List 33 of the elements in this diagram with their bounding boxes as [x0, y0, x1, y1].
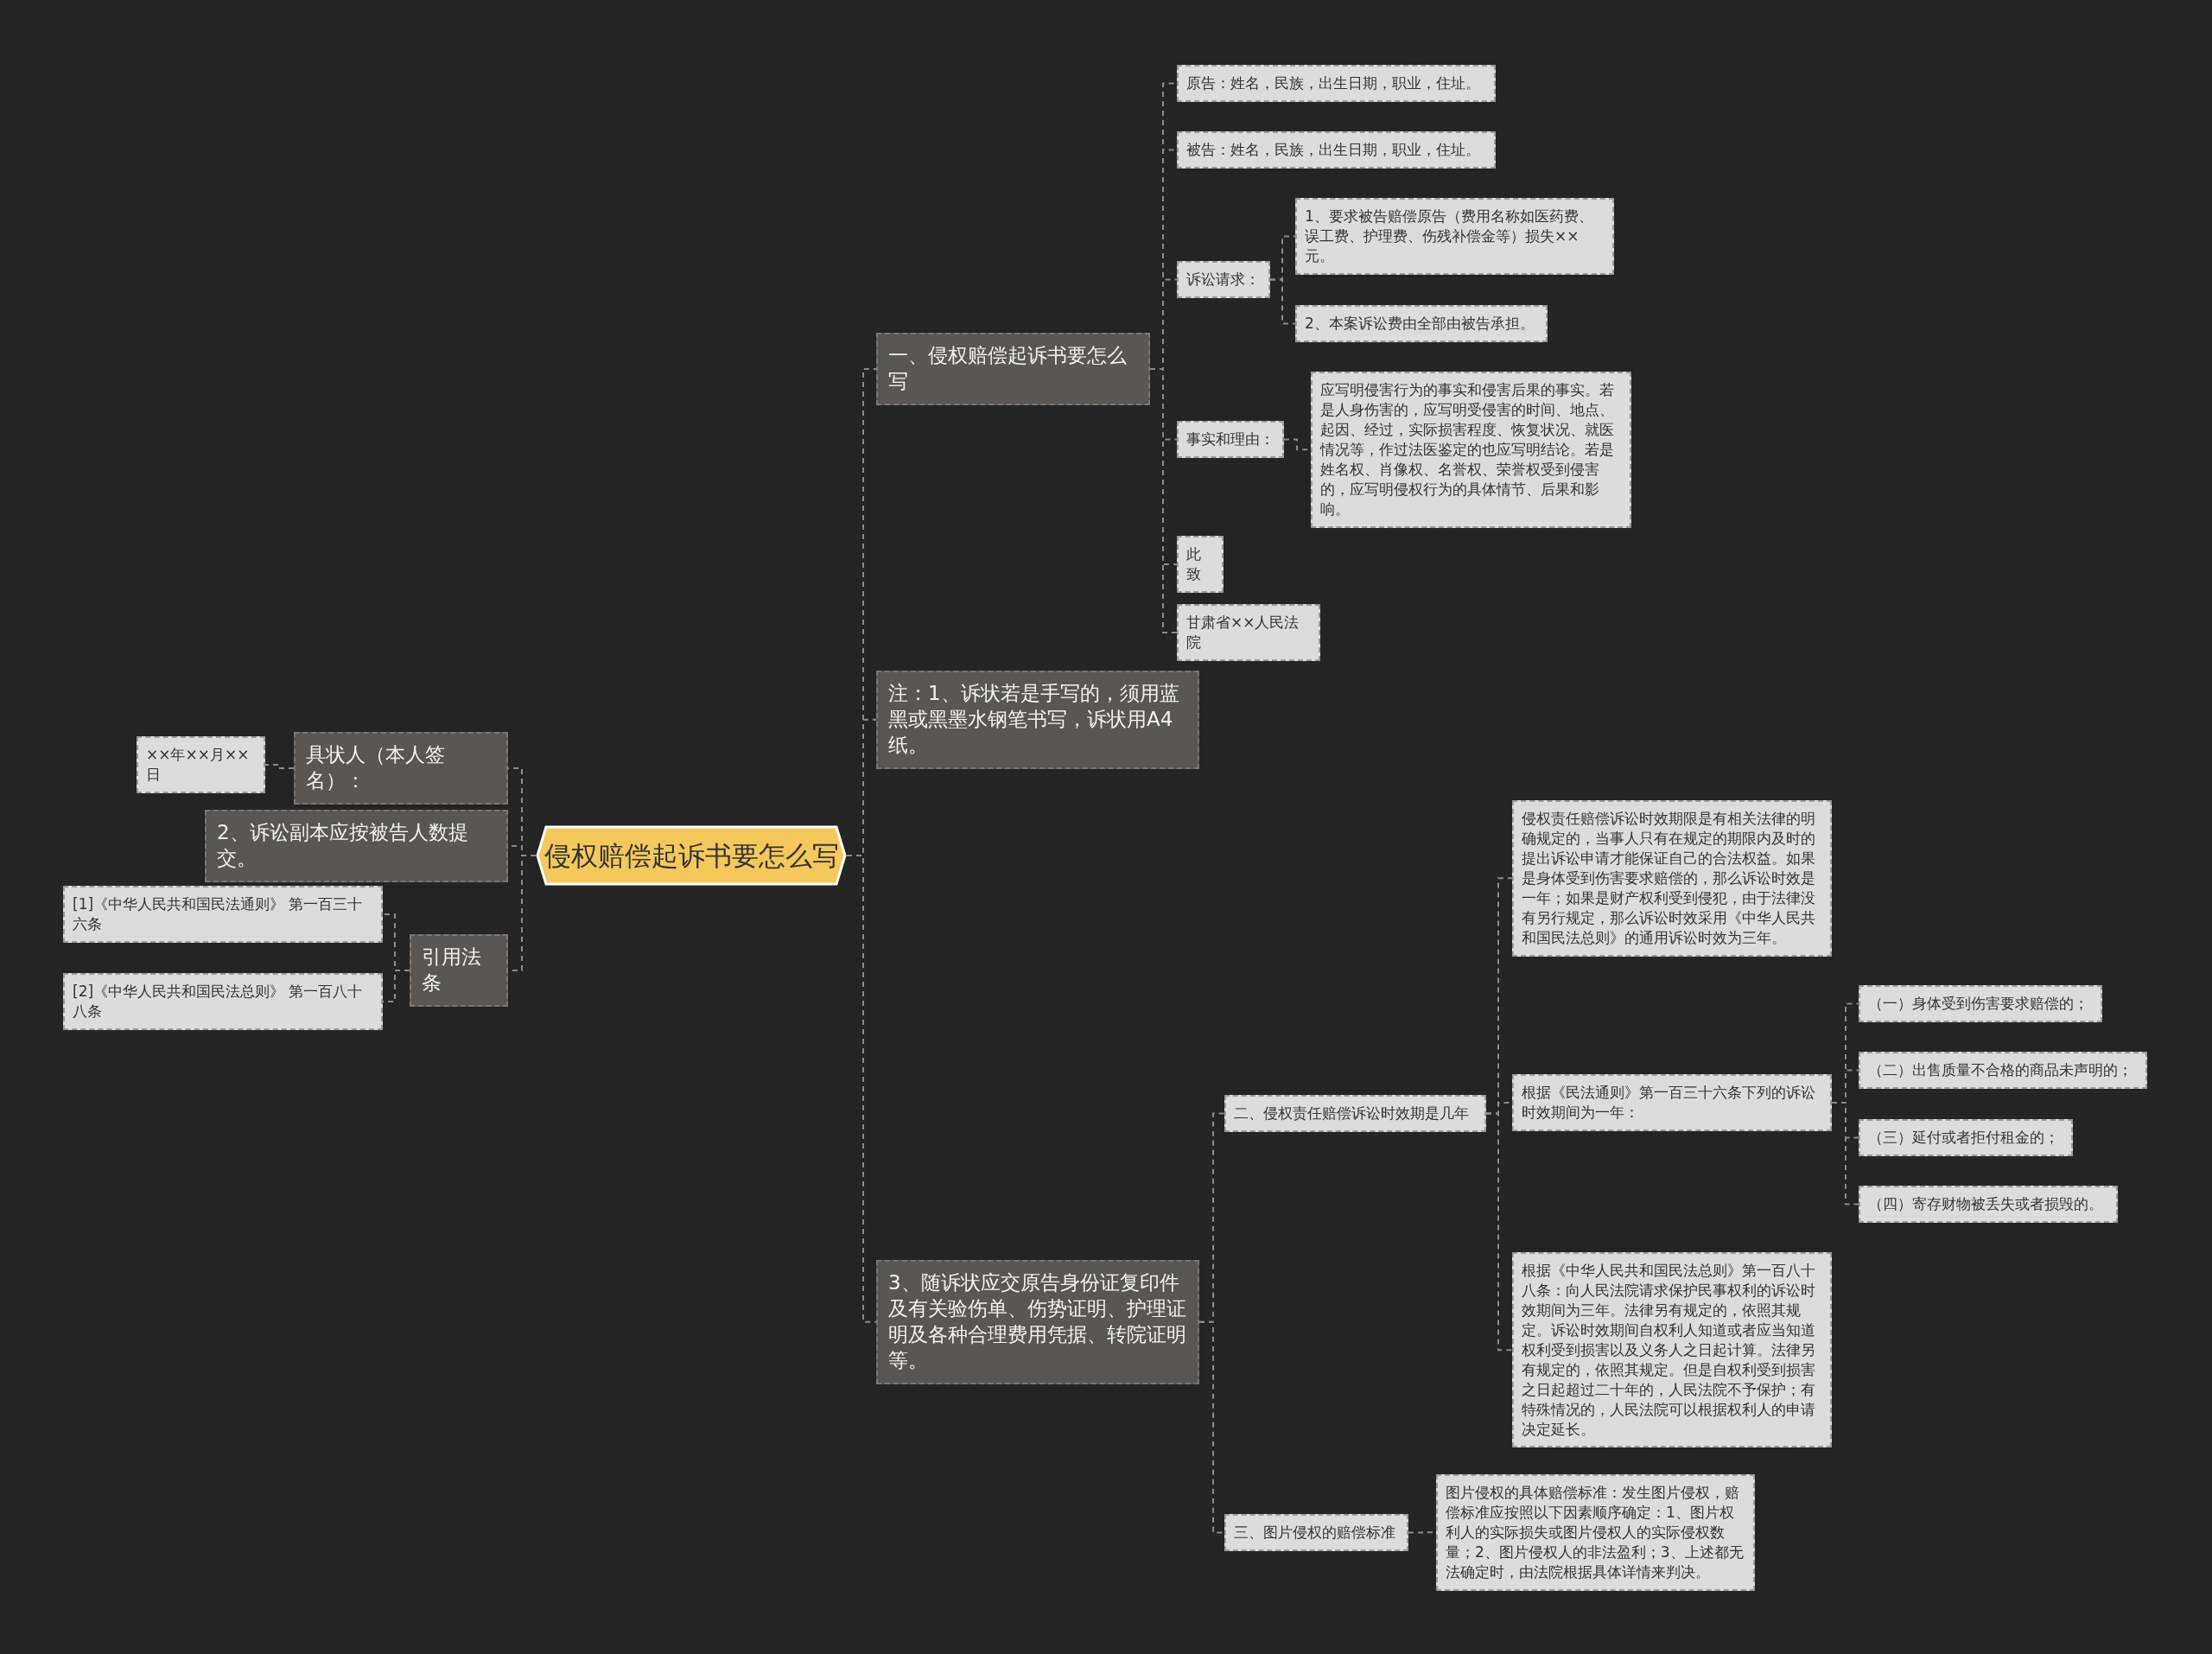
subtopic-box: 1、要求被告赔偿原告（费用名称如医药费、误工费、护理费、伤残补偿金等）损失××元。: [1295, 198, 1614, 275]
subtopic-box: （三）延付或者拒付租金的；: [1859, 1119, 2073, 1156]
subtopic-box: 图片侵权的具体赔偿标准：发生图片侵权，赔偿标准应按照以下因素顺序确定：1、图片权利人的实际损失或图片侵权人的实际侵权数量；2、图片侵权人的非法盈利；3、上述都无法确定时，由法院根据具体详情来判决。: [1436, 1474, 1755, 1591]
subtopic-box: 二、侵权责任赔偿诉讼时效期是几年: [1224, 1095, 1486, 1132]
subtopic-box: 2、本案诉讼费由全部由被告承担。: [1295, 305, 1548, 342]
subtopic-box: 甘肃省××人民法院: [1177, 604, 1320, 661]
connector-line: [1485, 1112, 1513, 1352]
subtopic-box: 事实和理由：: [1177, 421, 1284, 458]
subtopic-box: 此致: [1177, 536, 1224, 593]
connector-line: [1149, 367, 1178, 633]
branch-topic-box: 注：1、诉状若是手写的，须用蓝黑或黑墨水钢笔书写，诉状用A4纸。: [876, 671, 1199, 769]
subtopic-box: ××年××月××日: [137, 736, 265, 793]
branch-topic-box: 一、侵权赔偿起诉书要怎么写: [876, 333, 1150, 405]
connector-line: [1269, 278, 1296, 325]
subtopic-box: 三、图片侵权的赔偿标准: [1224, 1514, 1408, 1551]
connector-line: [264, 763, 295, 769]
branch-topic-box: 引用法条: [410, 934, 508, 1007]
subtopic-box: （一）身体受到伤害要求赔偿的；: [1859, 985, 2102, 1022]
subtopic-box: 根据《民法通则》第一百三十六条下列的诉讼时效期间为一年：: [1512, 1074, 1832, 1131]
subtopic-box: [1]《中华人民共和国民法通则》 第一百三十六条: [63, 886, 383, 943]
branch-topic-box: 具状人（本人签名）：: [294, 732, 508, 805]
subtopic-box: 诉讼请求：: [1177, 261, 1270, 298]
branch-topic-box: 2、诉讼副本应按被告人数提交。: [205, 810, 508, 882]
subtopic-box: 根据《中华人民共和国民法总则》第一百八十八条：向人民法院请求保护民事权利的诉讼时效期间为三年。法律另有规定的，依照其规定。诉讼时效期间自权利人知道或者应当知道权利受到损害以及义务人之日起计算。法律另有规定的，依照其规定。但是自权利受到损害之日起超过二十年的，人民法院不予保护；有特殊情况的，人民法院可以根据权利人的申请决定延长。: [1512, 1252, 1832, 1448]
subtopic-box: 原告：姓名，民族，出生日期，职业，住址。: [1177, 65, 1496, 102]
subtopic-box: （二）出售质量不合格的商品未声明的；: [1859, 1052, 2147, 1089]
branch-topic-box: 3、随诉状应交原告身份证复印件及有关验伤单、伤势证明、护理证明及各种合理费用凭据、转院证明等。: [876, 1260, 1199, 1384]
subtopic-box: 被告：姓名，民族，出生日期，职业，住址。: [1177, 131, 1496, 169]
subtopic-box: （四）寄存财物被丢失或者损毁的。: [1859, 1186, 2118, 1223]
subtopic-box: 侵权责任赔偿诉讼时效期限是有相关法律的明确规定的，当事人只有在规定的期限内及时的提出诉讼申请才能保证自己的合法权益。如果是身体受到伤害要求赔偿的，那么诉讼时效是一年；如果是财产权利受到侵犯，由于法律没有另行规定，那么诉讼时效采用《中华人民共和国民法总则》的通用诉讼时效为三年。: [1512, 800, 1832, 957]
connector-line: [1831, 1101, 1859, 1206]
subtopic-box: 应写明侵害行为的事实和侵害后果的事实。若是人身伤害的，应写明受侵害的时间、地点、起因、经过，实际损害程度、恢复状况、就医情况等，作过法医鉴定的也应写明结论。若是姓名权、肖像权、名誉权、荣誉权受到侵害的，应写明侵权行为的具体情节、后果和影响。: [1311, 372, 1631, 528]
subtopic-box: [2]《中华人民共和国民法总则》 第一百八十八条: [63, 973, 383, 1030]
